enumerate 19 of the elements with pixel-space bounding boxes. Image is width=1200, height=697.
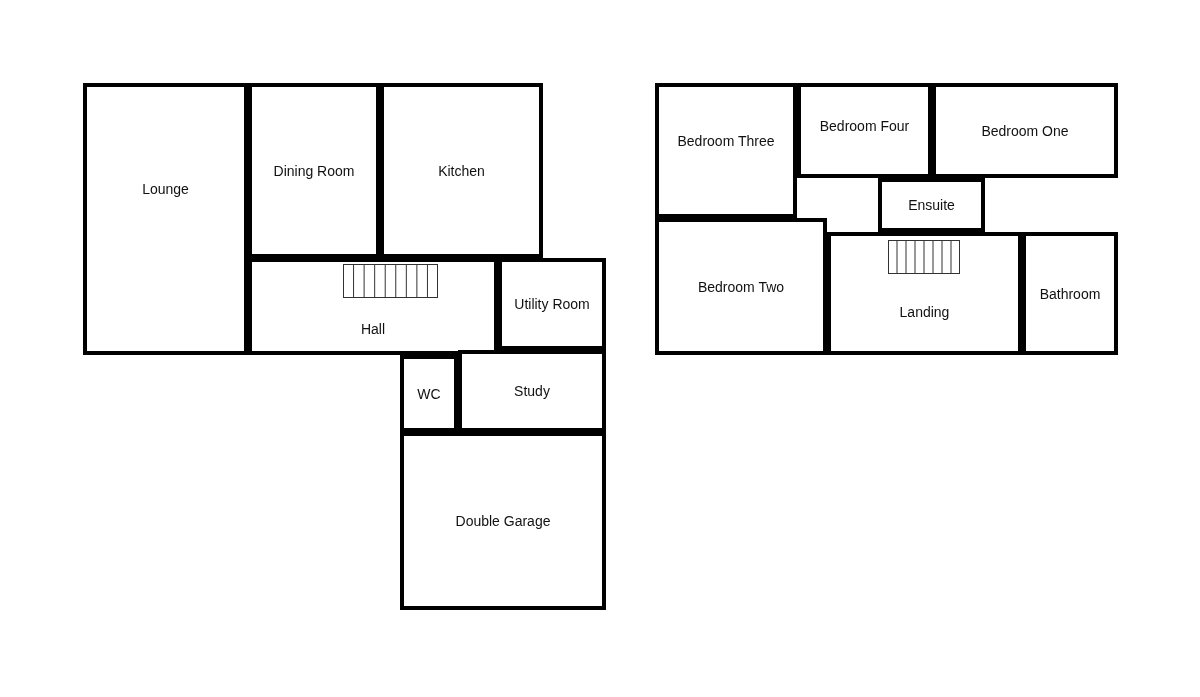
room-name: Study [513, 383, 551, 399]
room-outline [83, 83, 248, 355]
room-name: Lounge [141, 181, 190, 197]
room-name: Bedroom Four [818, 117, 911, 134]
room-name: Hall [359, 320, 387, 337]
room-outline [932, 83, 1118, 178]
room-name: Dining Room [272, 162, 356, 179]
room-name: Kitchen [437, 162, 486, 179]
room-outline [1022, 232, 1118, 355]
room-name: Double Garage [454, 513, 552, 529]
room-name: Bedroom Two [696, 278, 786, 295]
room-name: Bedroom Three [676, 132, 776, 149]
room-outline [400, 432, 606, 610]
room-name: WC [416, 385, 442, 402]
room-name: Bathroom [1038, 285, 1102, 302]
room-name: Landing [898, 303, 951, 320]
room-name: Bedroom One [980, 122, 1070, 139]
room-name: Ensuite [907, 197, 956, 213]
room-name: Utility Room [513, 296, 591, 312]
